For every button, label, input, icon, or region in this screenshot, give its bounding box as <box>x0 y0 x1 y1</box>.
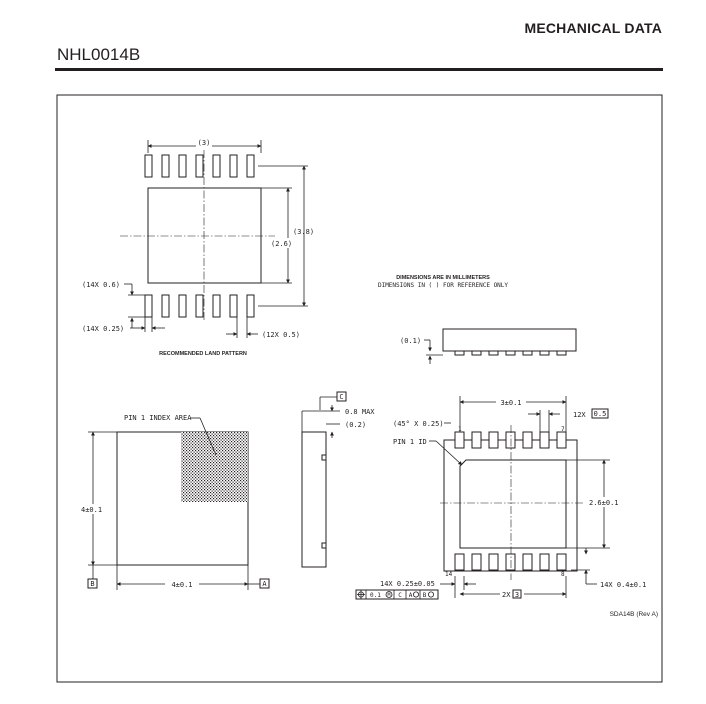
bottom-pads-bottom <box>454 553 567 571</box>
lead-length-dim: 14X 0.4±0.1 <box>600 581 646 589</box>
land-pattern: (3) (3.8) (2.6) (14X 0.6) (14X 0.25) (12… <box>82 138 314 357</box>
land-pads-bottom <box>144 294 255 318</box>
pin-1-number: 1 <box>458 426 462 433</box>
side-view: C 0.8 MAX (0.2) <box>301 391 375 568</box>
lp-pad-width-dim: (14X 0.25) <box>82 325 124 333</box>
datum-2-modifier-icon <box>412 591 419 598</box>
datum-a: A <box>262 580 267 588</box>
pin-8-number: 8 <box>561 571 565 578</box>
bottom-pad-height-dim: 2.6±0.1 <box>589 499 619 507</box>
side-profile: (0.1) <box>400 328 577 364</box>
pin1-index-label: PIN 1 INDEX AREA <box>124 414 192 422</box>
fcf-tolerance: 0.1 <box>370 592 381 599</box>
bottom-width-dim: 3±0.1 <box>500 399 521 407</box>
span-prefix: 2X <box>502 591 511 599</box>
feature-control-frame: 0.1 M C A B <box>355 589 439 600</box>
thermal-pad <box>147 187 262 284</box>
fcf-datum-1: C <box>398 592 402 599</box>
height-max-dim: 0.8 MAX <box>345 408 375 416</box>
drawing-frame <box>56 94 663 683</box>
pin1-index-area <box>181 432 248 502</box>
lp-caption: RECOMMENDED LAND PATTERN <box>159 351 247 357</box>
top-height-dim: 4±0.1 <box>81 506 102 514</box>
standoff-dim: (0.1) <box>400 337 421 345</box>
span-box: 3 <box>515 591 519 599</box>
fcf-datum-2: A <box>409 592 413 599</box>
lp-pad-height-dim: (2.6) <box>271 240 292 248</box>
fcf-datum-3: B <box>423 592 427 599</box>
header-rule <box>55 68 663 71</box>
lp-pad-length-dim: (14X 0.6) <box>82 281 120 289</box>
bottom-pitch-box: 0.5 <box>594 410 607 418</box>
svg-text:M: M <box>387 593 390 599</box>
lp-height-dim: (3.8) <box>293 228 314 236</box>
lp-width-dim: (3) <box>198 139 211 147</box>
mmc-modifier-icon <box>385 591 393 598</box>
note-units: DIMENSIONS ARE IN MILLIMETERS <box>396 275 490 281</box>
bottom-view: 3±0.1 12X 0.5 (45° X 0.25) PIN 1 ID 1 7 … <box>355 396 646 600</box>
land-pads-top <box>144 154 255 178</box>
pin1-id-label: PIN 1 ID <box>393 438 427 446</box>
top-width-dim: 4±0.1 <box>171 581 192 589</box>
package-code: NHL0014B <box>57 45 141 64</box>
datum-c: C <box>339 393 343 401</box>
chamfer-dim: (45° X 0.25) <box>393 420 444 428</box>
datum-b: B <box>90 580 94 588</box>
pin-7-number: 7 <box>561 426 565 433</box>
top-view: PIN 1 INDEX AREA 4±0.1 4±0.1 A B <box>80 414 270 590</box>
datum-3-modifier-icon <box>427 591 434 598</box>
lp-pitch-dim: (12X 0.5) <box>262 331 300 339</box>
drawing-id: SDA14B (Rev A) <box>610 611 658 618</box>
bottom-pitch-dim: 12X <box>573 411 586 419</box>
exposed-pad <box>459 459 567 549</box>
bottom-pads-top <box>454 431 567 449</box>
pin-14-number: 14 <box>445 571 453 578</box>
note-reference: DIMENSIONS IN ( ) FOR REFERENCE ONLY <box>378 282 508 289</box>
section-title: MECHANICAL DATA <box>524 20 662 36</box>
lead-width-dim: 14X 0.25±0.05 <box>380 580 435 588</box>
height-ref-dim: (0.2) <box>345 421 366 429</box>
